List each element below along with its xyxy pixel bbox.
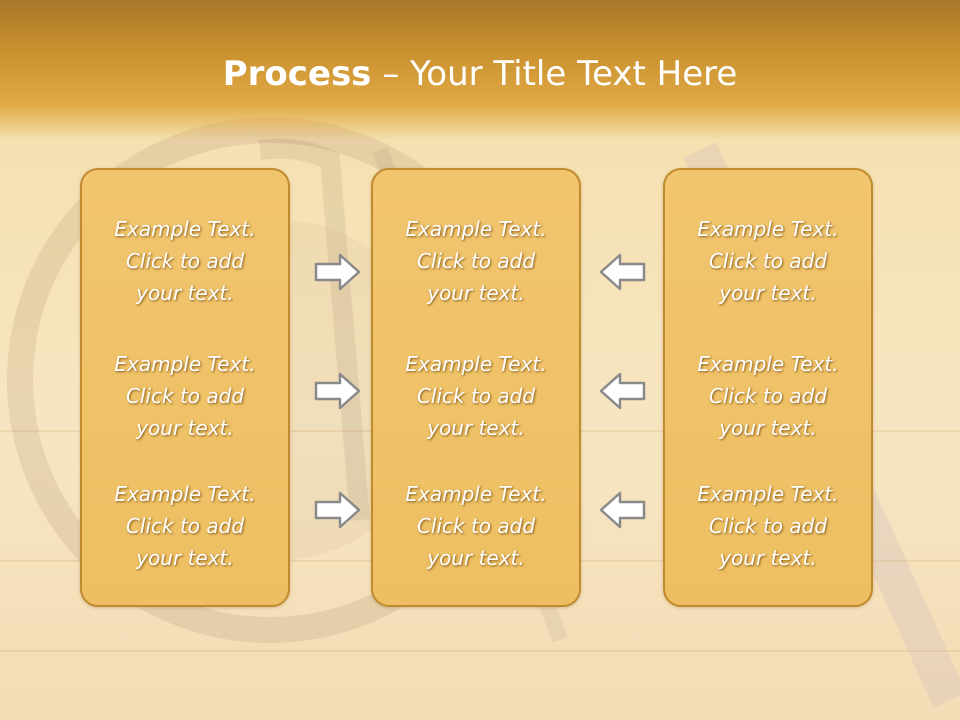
- text-line: your text.: [136, 416, 234, 440]
- text-line: Example Text.: [405, 217, 547, 241]
- text-line: your text.: [719, 416, 817, 440]
- text-placeholder[interactable]: Example Text. Click to add your text.: [373, 478, 579, 574]
- text-line: Example Text.: [114, 352, 256, 376]
- center-panel[interactable]: Example Text. Click to add your text. Ex…: [371, 168, 581, 607]
- text-line: Example Text.: [405, 352, 547, 376]
- text-line: your text.: [136, 546, 234, 570]
- text-line: Click to add: [125, 249, 245, 273]
- right-arrow-icon[interactable]: [314, 252, 362, 292]
- text-line: Example Text.: [405, 482, 547, 506]
- text-line: Click to add: [708, 514, 828, 538]
- text-line: Click to add: [708, 384, 828, 408]
- text-placeholder[interactable]: Example Text. Click to add your text.: [665, 213, 871, 309]
- text-placeholder[interactable]: Example Text. Click to add your text.: [665, 478, 871, 574]
- title-rest: – Your Title Text Here: [371, 54, 738, 94]
- right-arrow-icon[interactable]: [314, 490, 362, 530]
- left-arrow-icon[interactable]: [598, 490, 646, 530]
- text-placeholder[interactable]: Example Text. Click to add your text.: [82, 348, 288, 444]
- text-line: your text.: [427, 546, 525, 570]
- text-placeholder[interactable]: Example Text. Click to add your text.: [373, 348, 579, 444]
- text-line: your text.: [427, 416, 525, 440]
- left-arrow-icon[interactable]: [598, 252, 646, 292]
- text-line: Example Text.: [697, 352, 839, 376]
- left-panel[interactable]: Example Text. Click to add your text. Ex…: [80, 168, 290, 607]
- title-bold: Process: [222, 54, 372, 94]
- text-line: your text.: [719, 281, 817, 305]
- text-line: Click to add: [125, 514, 245, 538]
- text-line: Click to add: [416, 514, 536, 538]
- text-line: your text.: [719, 546, 817, 570]
- left-arrow-icon[interactable]: [598, 371, 646, 411]
- text-line: Example Text.: [697, 482, 839, 506]
- text-line: Example Text.: [697, 217, 839, 241]
- right-panel[interactable]: Example Text. Click to add your text. Ex…: [663, 168, 873, 607]
- text-line: Example Text.: [114, 482, 256, 506]
- text-placeholder[interactable]: Example Text. Click to add your text.: [373, 213, 579, 309]
- text-line: Click to add: [125, 384, 245, 408]
- text-line: Click to add: [416, 249, 536, 273]
- text-line: your text.: [136, 281, 234, 305]
- text-line: Example Text.: [114, 217, 256, 241]
- text-placeholder[interactable]: Example Text. Click to add your text.: [665, 348, 871, 444]
- text-placeholder[interactable]: Example Text. Click to add your text.: [82, 213, 288, 309]
- text-line: Click to add: [708, 249, 828, 273]
- wood-plank-line: [0, 650, 960, 652]
- slide-title[interactable]: Process – Your Title Text Here: [0, 50, 960, 98]
- text-line: Click to add: [416, 384, 536, 408]
- text-line: your text.: [427, 281, 525, 305]
- text-placeholder[interactable]: Example Text. Click to add your text.: [82, 478, 288, 574]
- right-arrow-icon[interactable]: [314, 371, 362, 411]
- title-bar: [0, 0, 960, 140]
